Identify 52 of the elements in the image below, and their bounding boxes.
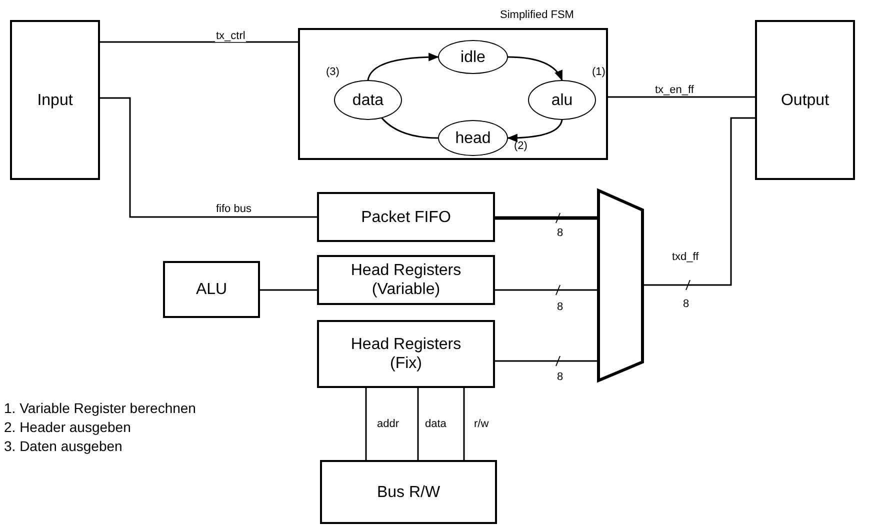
arrow [506,120,563,142]
connector-line [365,388,367,460]
connector-line [495,216,597,220]
node-label: idle [460,48,486,66]
node-caption: Simplified FSM [500,9,574,21]
fsm-frame [298,28,608,160]
multiplexer-shape [597,189,644,382]
node-label: Output [780,90,830,110]
edge-label: tx_en_ff [654,84,695,96]
edge-label: txd_ff [671,251,700,263]
process-box [320,460,497,524]
node-label: head [455,128,491,148]
edge-label: fifo bus [215,203,252,215]
node-label: Head Registers (Fix) [350,335,462,373]
list-item: 1. Variable Register berechnen [4,400,196,416]
input-block [10,20,100,180]
node-label: data [352,90,384,110]
connector-line [608,96,755,98]
process-box [317,192,495,242]
node-label: alu [551,90,573,110]
edge-label: addr [376,418,400,430]
node-label: Bus R/W [376,482,440,502]
edge-label: 8 [556,227,564,239]
process-box [317,255,495,305]
node-label: Input [37,90,73,110]
connector-line [100,41,298,43]
node-label: ALU [196,280,228,299]
edge-label: 8 [556,371,564,383]
state-number: (3) [326,66,340,78]
arrow [367,52,440,80]
connector-line [644,117,755,286]
connector-line [495,360,597,362]
connector-line [260,289,317,291]
edge-label: data [424,418,448,430]
list-item: 2. Header ausgeben [4,419,131,435]
output-block [755,20,855,180]
edge-label: 8 [556,301,564,313]
node-label: Packet FIFO [361,208,451,226]
edge-label: tx_ctrl [215,30,246,42]
state-number: (1) [592,66,606,78]
connector-line [100,97,317,218]
process-box [317,320,495,388]
bus-width-label: 8 [683,298,690,310]
process-box [163,261,260,318]
arrow [508,56,563,81]
state-number: (2) [514,140,528,152]
list-item: 3. Daten ausgeben [4,438,122,454]
node-label: Head Registers (Variable) [350,261,462,299]
connector-line [417,388,419,460]
connector-line [463,388,465,460]
edge-label: r/w [473,418,490,430]
connector-line [495,289,597,291]
